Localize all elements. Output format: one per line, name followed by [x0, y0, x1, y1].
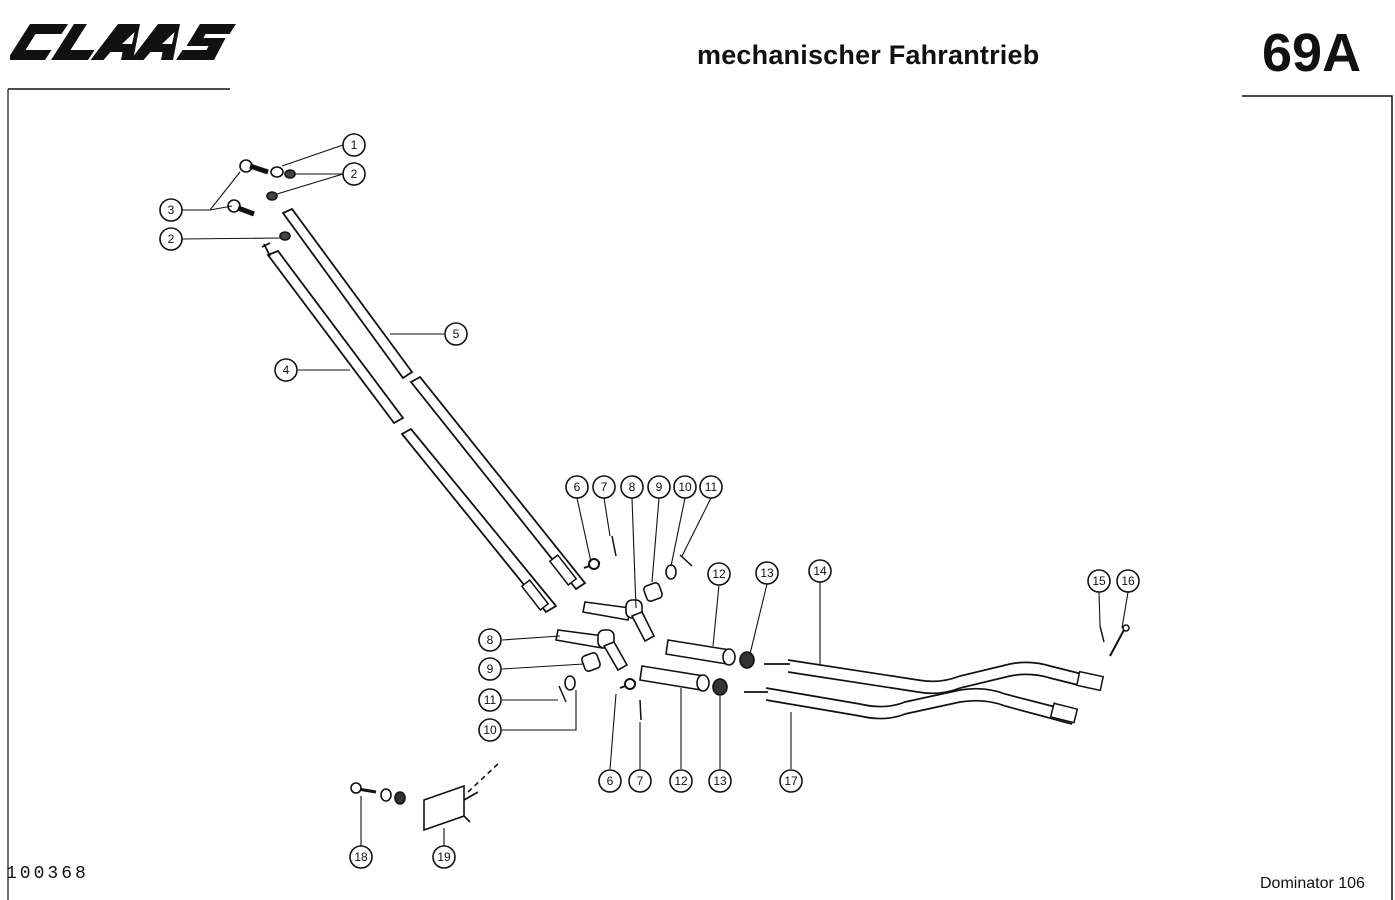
leader-lines — [180, 144, 1129, 846]
svg-text:1: 1 — [351, 138, 358, 152]
svg-text:19: 19 — [437, 850, 451, 864]
model-name: Dominator 106 — [1260, 875, 1365, 892]
callout-8b: 8 — [478, 628, 502, 652]
callout-3: 3 — [159, 198, 183, 222]
callout-9b: 9 — [478, 657, 502, 681]
svg-text:10: 10 — [483, 723, 497, 737]
callout-7: 7 — [592, 475, 616, 499]
callout-18: 18 — [349, 845, 373, 869]
svg-text:9: 9 — [487, 662, 494, 676]
callout-10: 10 — [673, 475, 697, 499]
svg-text:5: 5 — [453, 327, 460, 341]
svg-text:10: 10 — [678, 480, 692, 494]
svg-text:12: 12 — [674, 774, 688, 788]
svg-text:8: 8 — [487, 633, 494, 647]
svg-text:3: 3 — [168, 203, 175, 217]
bell-crank-lower — [555, 629, 629, 672]
frame-lines — [7, 88, 1393, 900]
tubes-12 — [639, 639, 755, 696]
svg-text:7: 7 — [601, 480, 608, 494]
svg-text:8: 8 — [629, 480, 636, 494]
callout-15: 15 — [1087, 569, 1111, 593]
svg-text:13: 13 — [760, 566, 774, 580]
svg-text:18: 18 — [354, 850, 368, 864]
callout-14: 14 — [808, 559, 832, 583]
svg-text:13: 13 — [713, 774, 727, 788]
claas-logo — [10, 24, 237, 60]
rod-5 — [281, 207, 587, 591]
ball-joints — [227, 159, 296, 241]
svg-text:14: 14 — [813, 564, 827, 578]
rod-4 — [261, 242, 558, 614]
svg-text:15: 15 — [1092, 574, 1106, 588]
callout-16: 16 — [1116, 569, 1140, 593]
svg-text:11: 11 — [705, 480, 718, 494]
callout-11: 11 — [699, 475, 723, 499]
callout-13b: 13 — [708, 769, 732, 793]
callout-19: 19 — [432, 845, 456, 869]
svg-text:4: 4 — [283, 363, 290, 377]
page-title: mechanischer Fahrantrieb — [697, 40, 1040, 70]
callout-12: 12 — [707, 562, 731, 586]
svg-text:9: 9 — [656, 480, 663, 494]
callout-8: 8 — [620, 475, 644, 499]
bushings — [564, 564, 677, 691]
svg-text:16: 16 — [1121, 574, 1135, 588]
sheet-number: 69A — [1262, 23, 1362, 83]
svg-text:6: 6 — [607, 774, 614, 788]
callout-6b: 6 — [598, 769, 622, 793]
callout-6: 6 — [565, 475, 589, 499]
svg-text:11: 11 — [484, 693, 497, 707]
callout-2: 2 — [342, 162, 366, 186]
svg-text:7: 7 — [637, 774, 644, 788]
svg-text:2: 2 — [351, 167, 358, 181]
callout-12b: 12 — [669, 769, 693, 793]
svg-text:12: 12 — [712, 567, 726, 581]
rods-14-17 — [744, 659, 1091, 725]
callout-9: 9 — [647, 475, 671, 499]
callout-10b: 10 — [478, 718, 502, 742]
callout-11b: 11 — [478, 688, 502, 712]
callout-4: 4 — [274, 358, 298, 382]
callout-13: 13 — [755, 561, 779, 585]
callout-2b: 2 — [159, 227, 183, 251]
callout-5: 5 — [444, 322, 468, 346]
bracket-19 — [350, 761, 501, 832]
callout-7b: 7 — [628, 769, 652, 793]
svg-text:2: 2 — [168, 232, 175, 246]
bell-crank-upper — [582, 599, 656, 643]
bolts — [558, 535, 693, 721]
callout-17: 17 — [779, 769, 803, 793]
callout-1: 1 — [342, 133, 366, 157]
svg-text:6: 6 — [574, 480, 581, 494]
svg-text:17: 17 — [784, 774, 798, 788]
document-number: 100368 — [6, 864, 89, 884]
